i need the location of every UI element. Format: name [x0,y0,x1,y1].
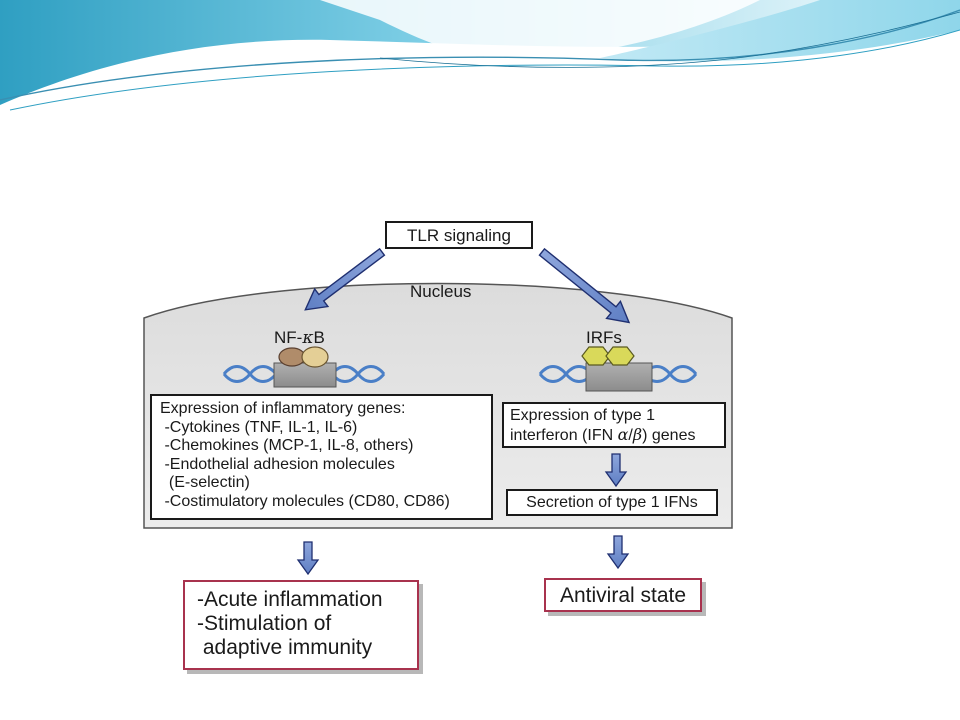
secretion-label: Secretion of type 1 IFNs [526,494,698,511]
interferon-line-2: interferon (IFN α/β) genes [510,424,696,444]
inflammatory-genes-box: Expression of inflammatory genes: -Cytok… [150,394,493,520]
inflammatory-line-chemokines: -Chemokines (MCP-1, IL-8, others) [160,437,414,455]
inflammatory-line-adhesion: -Endothelial adhesion molecules [160,455,395,473]
interferon-genes-box: Expression of type 1 interferon (IFN α/β… [502,402,726,448]
arrow-to-nfkb [304,247,386,311]
tlr-signaling-label: TLR signaling [407,226,511,245]
nfkb-promoter-block [273,362,337,388]
outcome-antiviral-box: Antiviral state [544,578,702,612]
down-arrow-icon-right-outcome [606,535,630,570]
arrow-to-irfs [538,247,631,324]
irfs-label: IRFs [586,328,622,347]
header-wave-banner [0,0,960,111]
inflammatory-genes-title: Expression of inflammatory genes: [160,400,406,417]
outcome-acute-inflammation: -Acute inflammation [197,588,383,611]
banner-wave-back [0,0,960,105]
inflammatory-line-cytokines: -Cytokines (TNF, IL-1, IL-6) [160,418,358,436]
outcome-adaptive-immunity: adaptive immunity [197,636,373,659]
banner-line-3 [379,11,960,68]
secretion-box: Secretion of type 1 IFNs [506,489,718,516]
down-arrow-icon-left-outcome [296,541,320,576]
tlr-signaling-box: TLR signaling [385,221,533,249]
inflammatory-line-eselectin: (E-selectin) [160,474,250,492]
banner-wave-right [500,0,960,62]
irf-promoter-block [585,362,653,392]
nucleus-label: Nucleus [410,282,472,301]
nfkb-protein-p50 [278,347,306,367]
nfkb-label: NF-κB [274,328,325,348]
tlr-signaling-diagram: TLR signaling Nucleus NF-κB IRFs Express… [142,218,734,682]
irf-protein-right [605,346,635,366]
outcome-stimulation-of: -Stimulation of [197,612,332,635]
outcome-inflammation-box: -Acute inflammation -Stimulation of adap… [183,580,419,670]
nfkb-protein-p65 [301,346,329,368]
down-arrow-icon-secretion [604,453,628,488]
inflammatory-line-costimulatory: -Costimulatory molecules (CD80, CD86) [160,492,450,510]
banner-wave-front [320,0,760,61]
interferon-line-1: Expression of type 1 [510,407,655,424]
banner-line-2 [9,29,960,111]
banner-line-1 [0,9,960,101]
outcome-antiviral-label: Antiviral state [559,584,687,607]
